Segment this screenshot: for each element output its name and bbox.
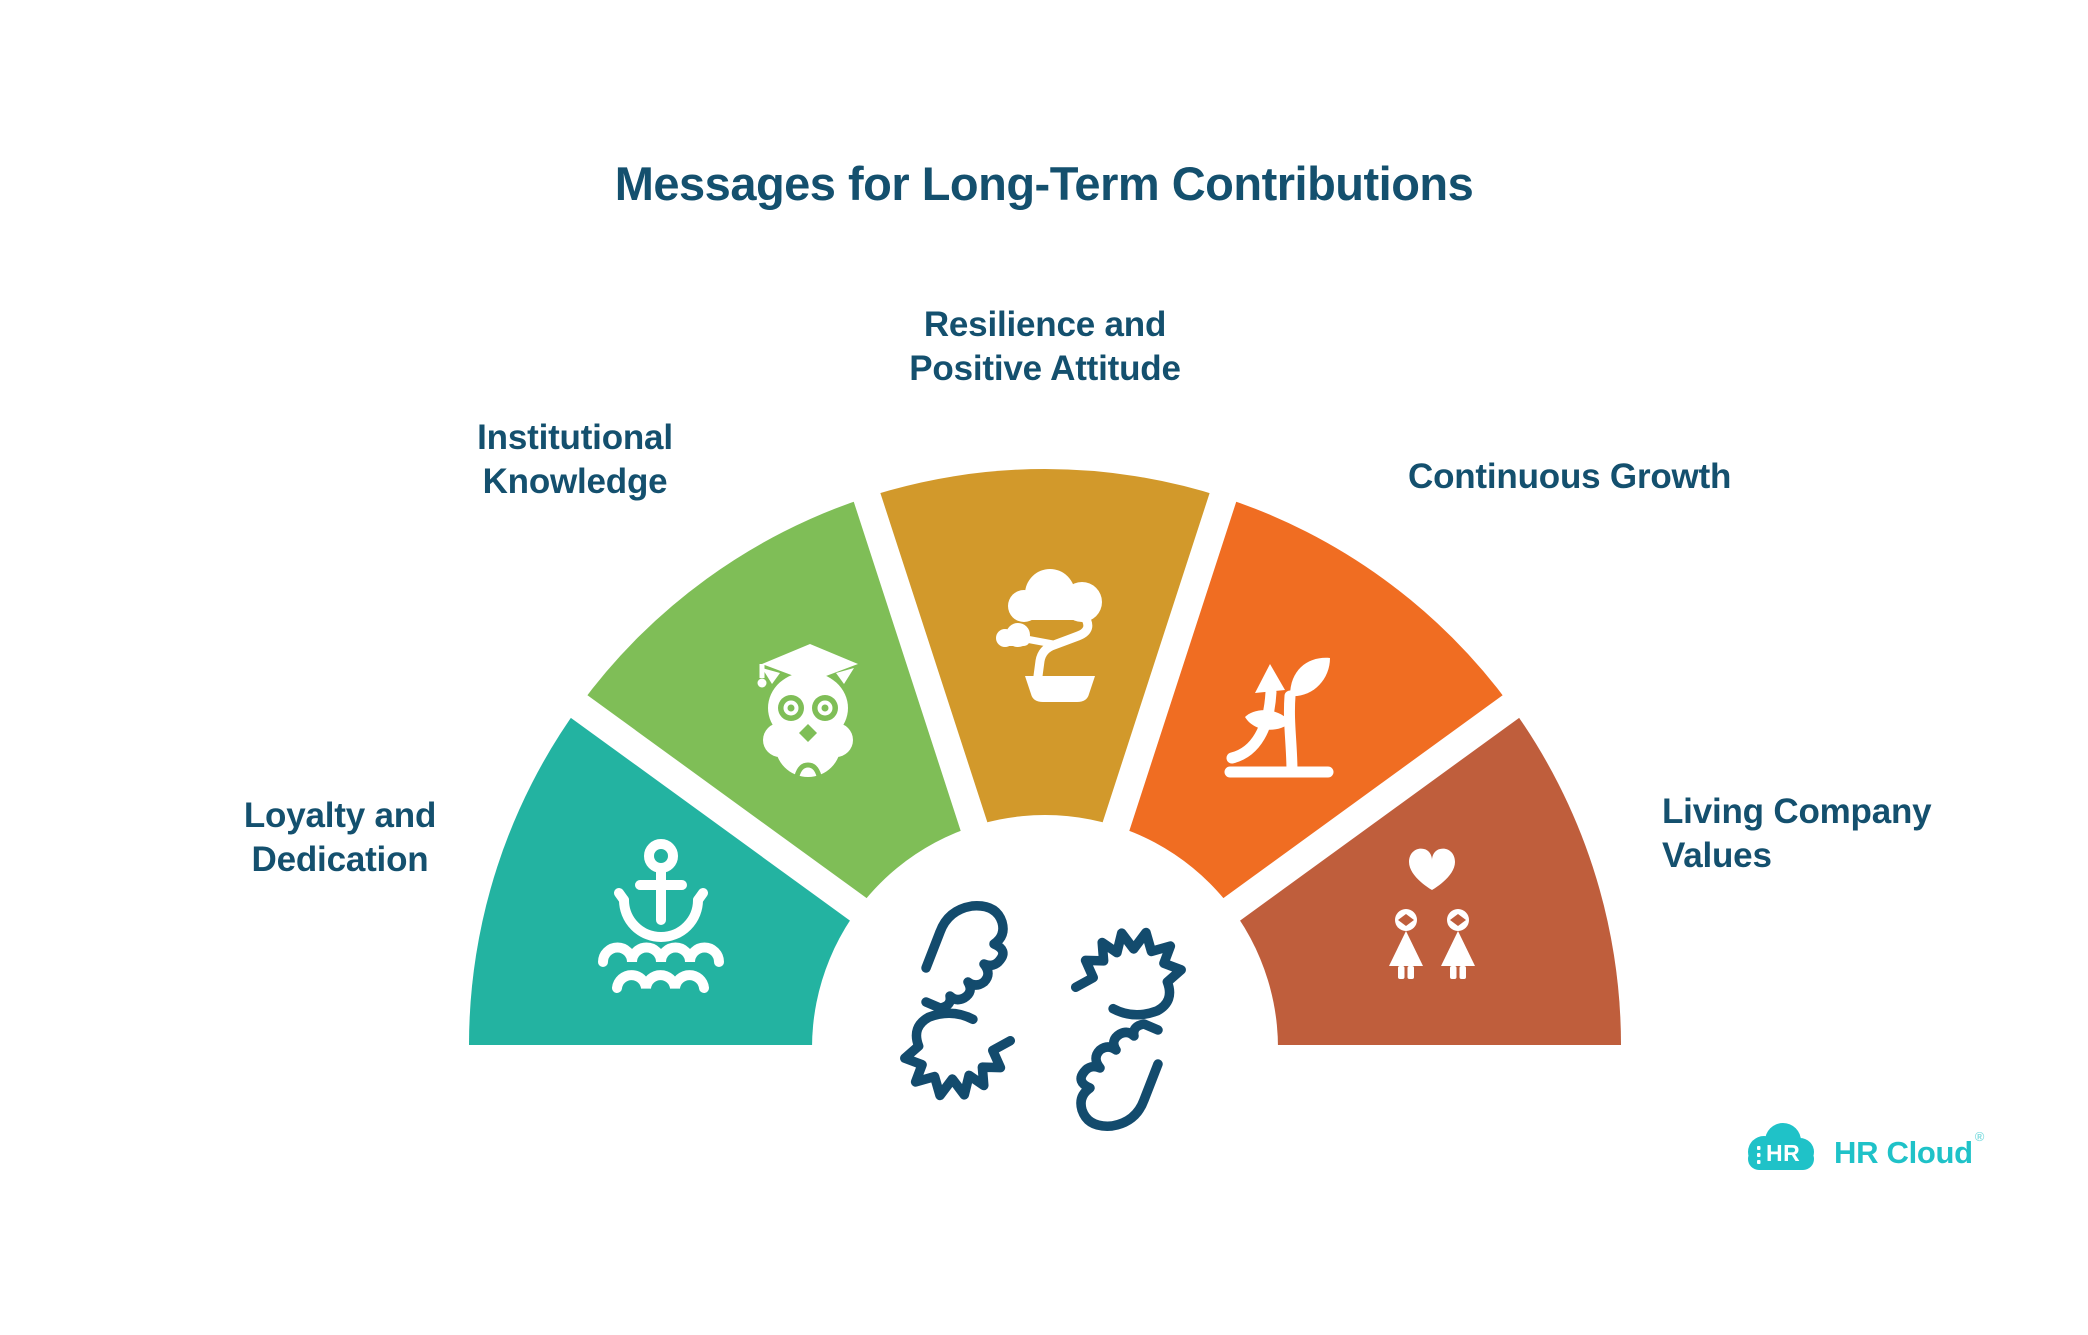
inner-disc [812, 815, 1278, 1281]
segment-wedge-resilience [867, 469, 1223, 1045]
hrcloud-logo: HR HR Cloud® [1742, 1120, 1984, 1182]
segment-label-knowledge: Institutional Knowledge [400, 416, 750, 504]
label-line: Positive Attitude [909, 349, 1181, 389]
segment-label-resilience: Resilience and Positive Attitude [770, 303, 1320, 391]
logo-wordmark: HR Cloud® [1834, 1129, 1984, 1171]
cloud-badge: HR [1742, 1120, 1820, 1182]
label-line: Loyalty and [243, 796, 437, 835]
page-title: Messages for Long-Term Contributions [614, 157, 1474, 210]
logo-name: HR Cloud [1834, 1135, 1973, 1170]
cloud-icon [1748, 1123, 1814, 1170]
segment-label-growth: Continuous Growth [1408, 455, 1808, 499]
label-line: Living Company [1662, 792, 1932, 831]
segment-label-values: Living Company Values [1662, 790, 2022, 878]
label-line: Resilience and [923, 305, 1167, 344]
heart-people-icon [1389, 848, 1475, 979]
label-line: Values [1662, 836, 1772, 876]
cloud-badge-text: HR [1766, 1140, 1801, 1166]
graduate-owl-icon [757, 644, 858, 777]
label-line: Continuous Growth [1408, 457, 1732, 496]
label-line: Institutional [477, 418, 673, 457]
label-line: Dedication [251, 840, 429, 880]
bonsai-tree-icon [996, 569, 1102, 702]
sprout-arrow-icon [1224, 657, 1334, 778]
anchor-waves-icon [598, 839, 724, 993]
segment-label-loyalty: Loyalty and Dedication [190, 794, 490, 882]
label-line: Knowledge [482, 462, 668, 502]
registered-mark: ® [1974, 1129, 1985, 1144]
